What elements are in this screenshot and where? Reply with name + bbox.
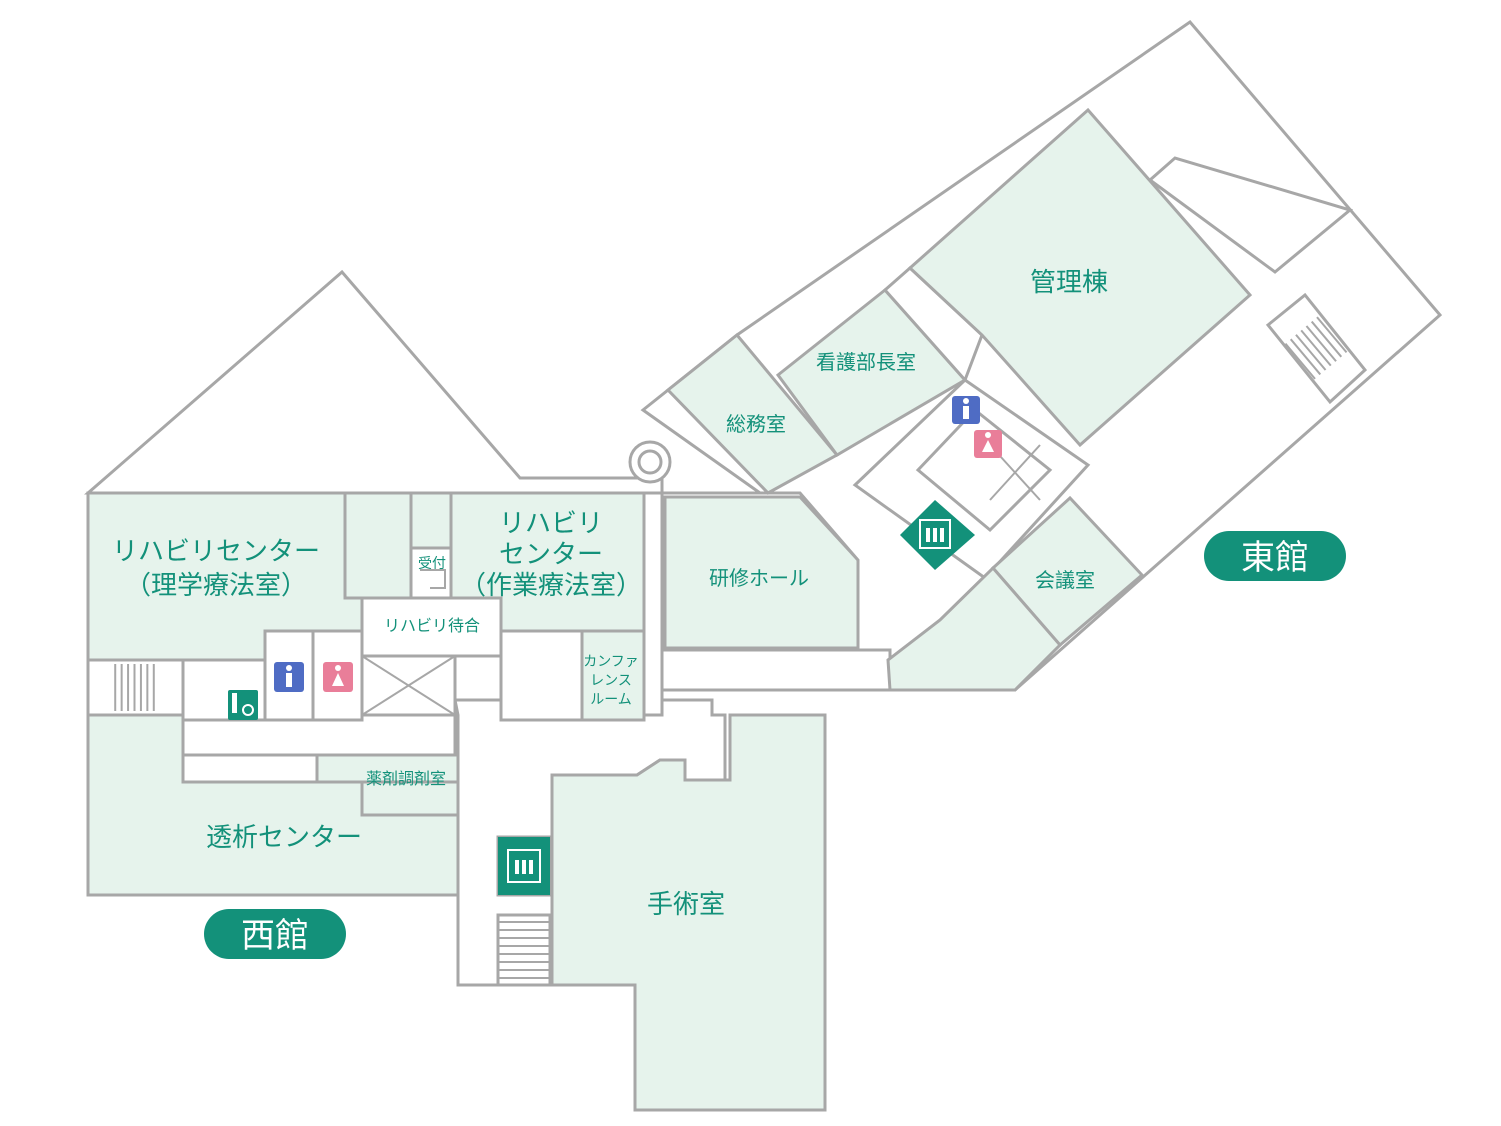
conference-label-1: カンファ — [583, 654, 639, 670]
male-restroom-icon[interactable] — [274, 662, 304, 692]
female-restroom-icon[interactable] — [974, 430, 1002, 458]
operating-room[interactable] — [550, 713, 827, 1112]
pharmacy-label: 薬剤調剤室 — [366, 769, 446, 788]
conference-label-2: レンス — [590, 673, 632, 689]
dialysis-label: 透析センター — [206, 823, 362, 853]
nursing-director-label: 看護部長室 — [816, 350, 916, 374]
west-building-badge: 西館 — [204, 909, 346, 959]
upper-right-block — [1147, 156, 1354, 274]
rehab-waiting-label: リハビリ待合 — [384, 616, 480, 635]
svg-text:東館: 東館 — [1241, 538, 1309, 578]
operating-room-label: 手術室 — [647, 890, 725, 920]
lower-stairs — [496, 913, 552, 987]
rehab-ot-label-1: リハビリ — [499, 509, 603, 539]
east-building-badge: 東館 — [1204, 531, 1346, 581]
reception-counter — [420, 569, 446, 589]
rehab-waiting-area[interactable] — [360, 596, 503, 658]
rehab-ot-label-3: （作業療法室） — [460, 571, 642, 601]
rehab-pt-label-2: （理学療法室） — [125, 571, 307, 601]
lower-connector — [660, 648, 892, 692]
west-roof-outline — [83, 269, 664, 495]
pillar-strip — [642, 491, 664, 717]
storage-room-2 — [409, 491, 453, 550]
stairs-icon — [498, 921, 550, 979]
reception-label: 受付 — [418, 556, 446, 572]
stairs-icon — [114, 664, 155, 711]
east-elevator-shaft — [915, 407, 1053, 533]
training-hall-label: 研修ホール — [709, 566, 809, 590]
dialysis-center[interactable] — [86, 713, 460, 897]
rehab-ot-label-2: センター — [499, 540, 603, 570]
female-restroom-icon[interactable] — [323, 662, 353, 692]
accessible-restroom-icon[interactable] — [228, 690, 258, 720]
general-affairs-label: 総務室 — [726, 412, 786, 436]
corridor-strip — [181, 753, 319, 784]
rehab-pt-label-1: リハビリセンター — [112, 537, 320, 567]
admin-building-label: 管理棟 — [1030, 268, 1108, 298]
elevator-icon[interactable] — [900, 500, 975, 570]
admin-building[interactable] — [907, 107, 1253, 448]
storage-room-1 — [343, 491, 413, 600]
elevator-icon[interactable] — [498, 837, 550, 895]
meeting-room-label: 会議室 — [1035, 568, 1095, 592]
male-restroom-icon[interactable] — [952, 396, 980, 424]
conference-label-3: ルーム — [590, 692, 632, 708]
small-room — [499, 629, 584, 722]
stairs-icon — [1284, 316, 1348, 380]
svg-text:西館: 西館 — [241, 916, 309, 956]
lower-east-room — [886, 565, 1063, 692]
